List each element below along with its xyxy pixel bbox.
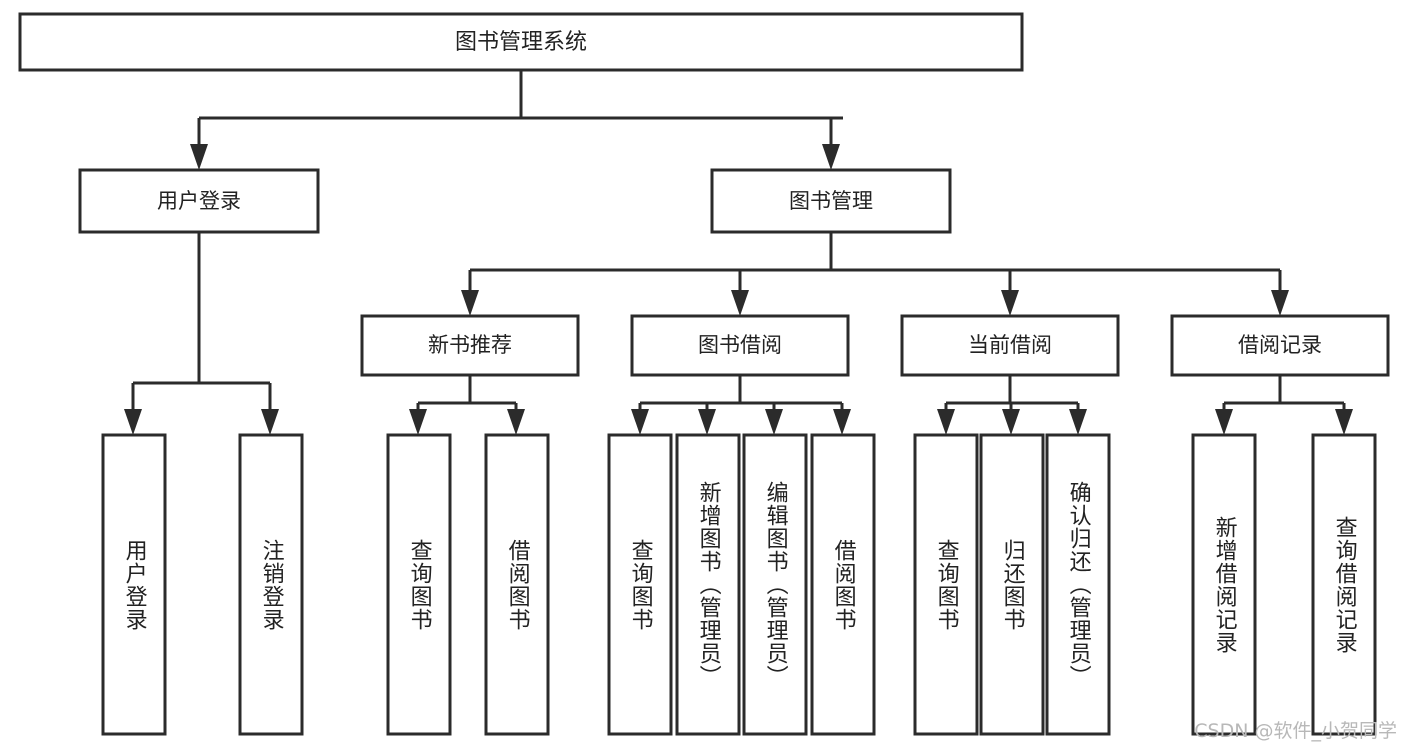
node-root-box[interactable]: [18, 12, 1024, 72]
leaf-box-return-book[interactable]: [979, 433, 1045, 736]
leaf-box-user-login[interactable]: [101, 433, 167, 736]
node-new-book-recommend[interactable]: 新书推荐: [360, 314, 580, 377]
node-new-book-recommend-label: 新书推荐: [428, 333, 512, 357]
node-borrow-record-label: 借阅记录: [1238, 333, 1322, 357]
node-book-management-label: 图书管理: [789, 189, 873, 213]
arrow-to-new-books: [461, 290, 479, 316]
arrow-leaf-add-record: [1215, 409, 1233, 435]
node-current-borrow-box[interactable]: [900, 314, 1120, 377]
arrow-to-current-borrow: [1001, 290, 1019, 316]
arrow-leaf-edit-book: [765, 409, 783, 435]
arrow-to-book-mgmt: [822, 144, 840, 170]
leaf-box-query-books-2[interactable]: [607, 433, 673, 736]
arrow-to-borrow-record: [1271, 290, 1289, 316]
leaf-box-logout[interactable]: [238, 433, 304, 736]
node-book-management[interactable]: 图书管理: [710, 168, 952, 234]
arrow-leaf-query-books-3: [937, 409, 955, 435]
leaf-box-borrow-books-2[interactable]: [810, 433, 876, 736]
node-current-borrow[interactable]: 当前借阅: [900, 314, 1120, 377]
arrow-leaf-borrow-books-2: [833, 409, 851, 435]
arrow-leaf-return-book: [1002, 409, 1020, 435]
node-borrow-record[interactable]: 借阅记录: [1170, 314, 1390, 377]
leaf-box-add-record[interactable]: [1191, 433, 1257, 736]
leaf-box-add-book[interactable]: [675, 433, 741, 736]
node-user-login-label: 用户登录: [157, 189, 241, 213]
leaf-box-confirm-return[interactable]: [1045, 433, 1111, 736]
node-root[interactable]: 图书管理系统: [18, 12, 1024, 72]
node-current-borrow-label: 当前借阅: [968, 333, 1052, 357]
node-root-label: 图书管理系统: [455, 30, 587, 55]
node-book-borrow-label: 图书借阅: [698, 333, 782, 357]
leaf-box-query-books-1[interactable]: [386, 433, 452, 736]
node-book-management-box[interactable]: [710, 168, 952, 234]
node-new-book-recommend-box[interactable]: [360, 314, 580, 377]
node-book-borrow[interactable]: 图书借阅: [630, 314, 850, 377]
node-borrow-record-box[interactable]: [1170, 314, 1390, 377]
leaf-box-query-books-3[interactable]: [913, 433, 979, 736]
arrow-leaf-user-login: [124, 409, 142, 435]
arrow-to-borrow-books: [731, 290, 749, 316]
arrow-leaf-query-books-1: [409, 409, 427, 435]
node-book-borrow-box[interactable]: [630, 314, 850, 377]
arrow-leaf-confirm-return: [1069, 409, 1087, 435]
arrow-leaf-borrow-books-1: [507, 409, 525, 435]
node-user-login[interactable]: 用户登录: [78, 168, 320, 234]
leaf-box-edit-book[interactable]: [742, 433, 808, 736]
leaf-box-borrow-books-1[interactable]: [484, 433, 550, 736]
connector-group: [124, 70, 1353, 435]
csdn-watermark: CSDN @软件_小贺同学: [1194, 720, 1397, 742]
node-user-login-box[interactable]: [78, 168, 320, 234]
arrow-leaf-query-record: [1335, 409, 1353, 435]
arrow-leaf-add-book: [698, 409, 716, 435]
arrow-leaf-query-books-2: [631, 409, 649, 435]
arrow-to-user-login: [190, 144, 208, 170]
leaf-box-query-record[interactable]: [1311, 433, 1377, 736]
arrow-leaf-logout: [261, 409, 279, 435]
